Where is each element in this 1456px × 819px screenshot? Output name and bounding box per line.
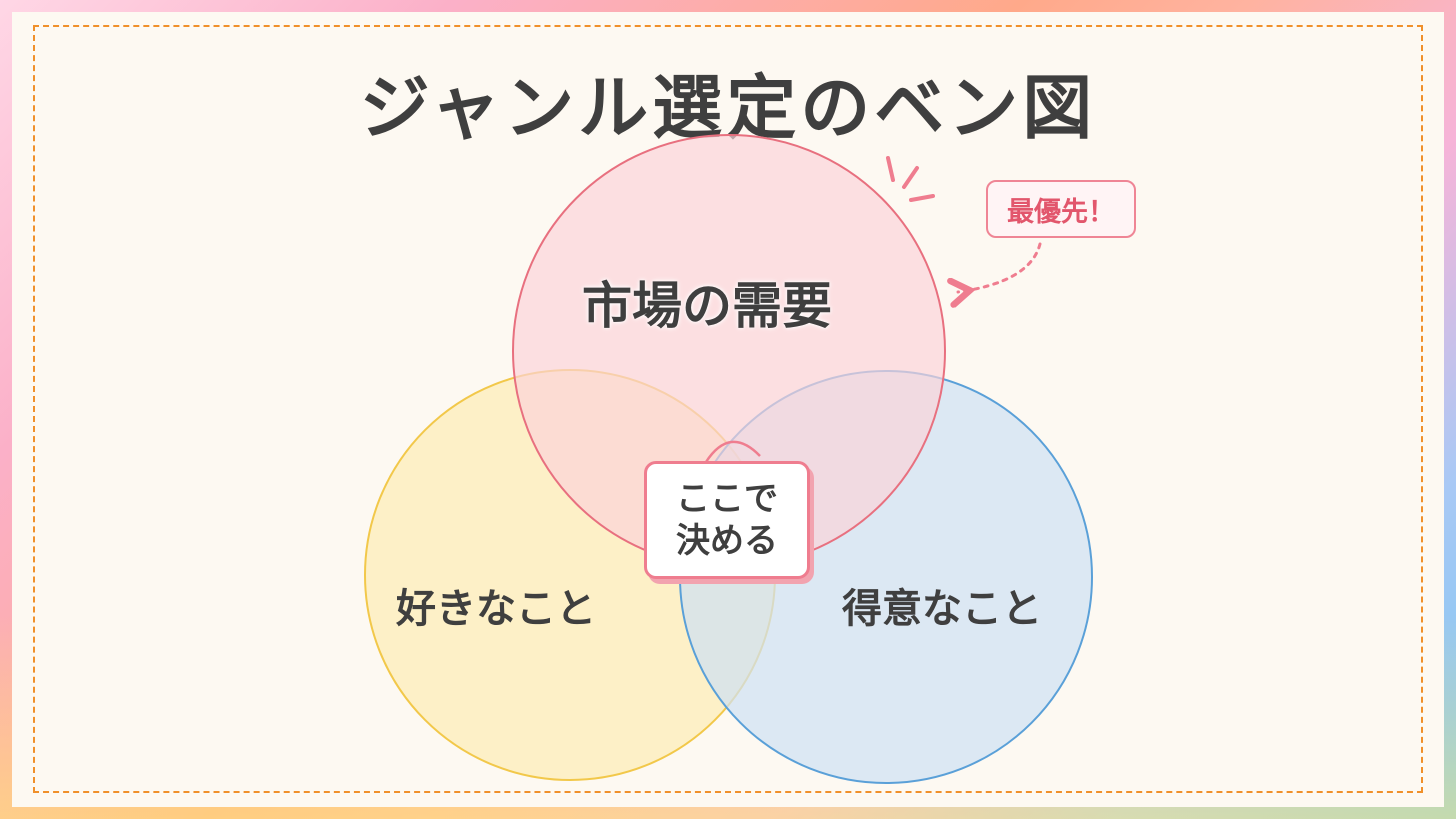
- center-decision-box: ここで 決める: [644, 461, 810, 579]
- sparkle-line: [886, 156, 895, 182]
- dashed-border: [33, 25, 1423, 793]
- label-strengths: 得意なこと: [842, 586, 1042, 632]
- center-highlight-arc: [704, 440, 761, 463]
- sparkle-line: [902, 166, 919, 189]
- priority-badge: 最優先！: [986, 180, 1136, 238]
- center-label-line1: ここで: [676, 479, 778, 519]
- sparkle-line: [909, 194, 935, 202]
- priority-badge-text: 最優先！: [1007, 196, 1115, 228]
- callout-arrow: [958, 242, 1042, 292]
- center-label: ここで 決める: [657, 478, 797, 562]
- label-likes: 好きなこと: [396, 586, 596, 632]
- label-market-demand: 市場の需要: [582, 277, 832, 335]
- center-label-line2: 決める: [676, 521, 778, 561]
